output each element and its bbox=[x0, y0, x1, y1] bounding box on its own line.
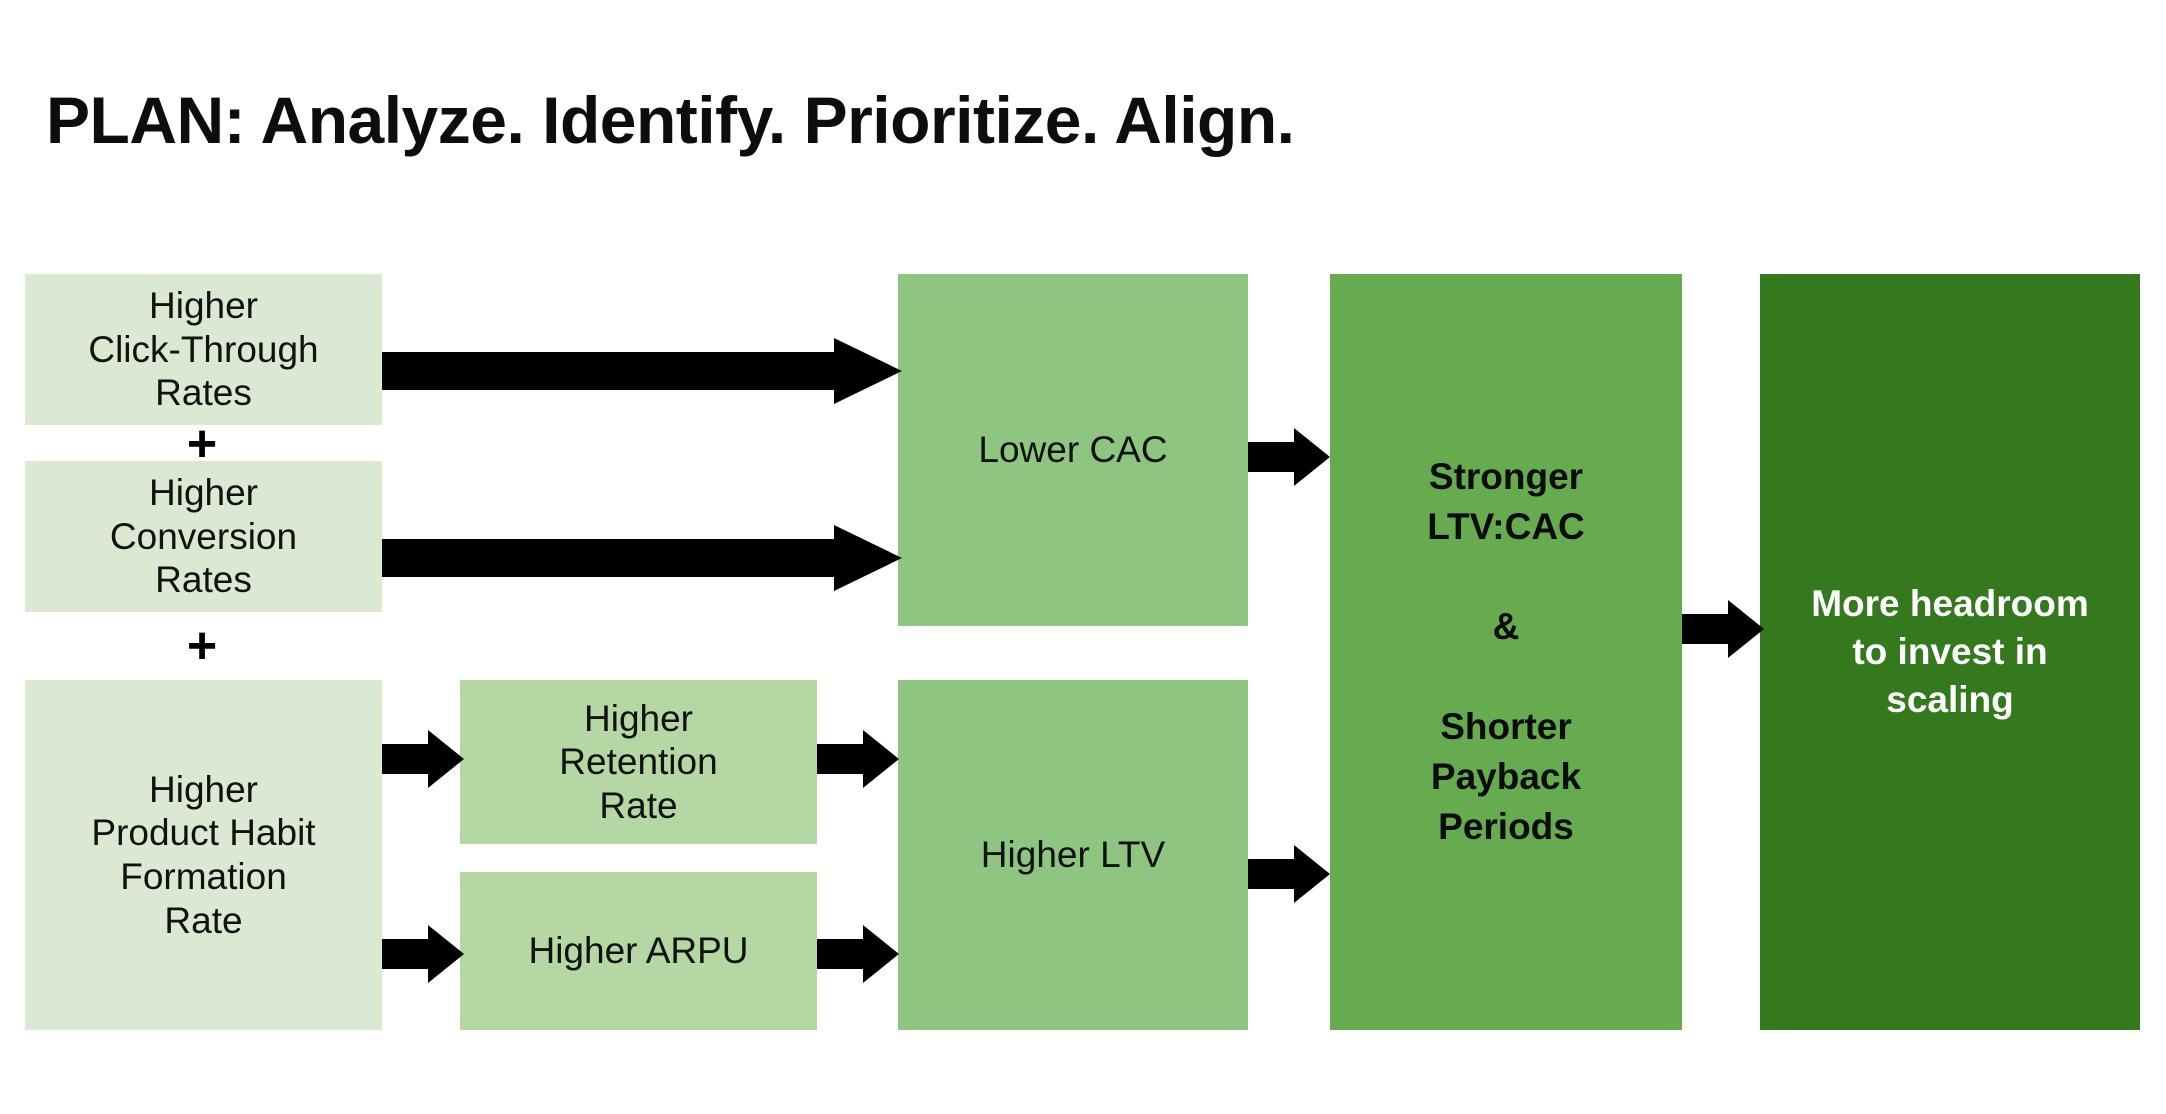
arrow-right-icon-click-through-to-lower-cac bbox=[382, 338, 902, 404]
node-higher-click-through-rates[interactable]: Higher Click-Through Rates bbox=[25, 274, 382, 425]
arrow-right-icon-habit-to-arpu bbox=[382, 925, 464, 983]
arrow-right-icon-arpu-to-higher-ltv bbox=[817, 925, 899, 983]
node-more-headroom-to-invest-in-scaling[interactable]: More headroom to invest in scaling bbox=[1760, 274, 2140, 1030]
arrow-right-icon-lower-cac-to-ratio bbox=[1248, 428, 1330, 486]
node-higher-arpu[interactable]: Higher ARPU bbox=[460, 872, 817, 1030]
arrow-right-icon-habit-to-retention bbox=[382, 730, 464, 788]
node-label: Higher Click-Through Rates bbox=[88, 285, 319, 414]
node-higher-conversion-rates[interactable]: Higher Conversion Rates bbox=[25, 461, 382, 612]
arrow-right-icon-higher-ltv-to-ratio bbox=[1248, 845, 1330, 903]
node-label: Higher Product Habit Formation Rate bbox=[91, 768, 316, 941]
plus-operator-2: + bbox=[186, 617, 218, 675]
node-label: Stronger LTV:CAC & Shorter Payback Perio… bbox=[1427, 456, 1585, 847]
arrow-right-icon-ratio-to-headroom bbox=[1682, 600, 1764, 658]
node-higher-retention-rate[interactable]: Higher Retention Rate bbox=[460, 680, 817, 844]
node-label: Higher ARPU bbox=[528, 930, 749, 972]
node-higher-product-habit-formation-rate[interactable]: Higher Product Habit Formation Rate bbox=[25, 680, 382, 1030]
node-stronger-ltv-cac-shorter-payback-periods[interactable]: Stronger LTV:CAC & Shorter Payback Perio… bbox=[1330, 274, 1682, 1030]
node-label: Lower CAC bbox=[978, 429, 1168, 471]
arrow-right-icon-retention-to-higher-ltv bbox=[817, 730, 899, 788]
node-label: Higher LTV bbox=[980, 834, 1166, 876]
node-label: Higher Conversion Rates bbox=[109, 472, 298, 601]
arrow-right-icon-conversion-to-lower-cac bbox=[382, 525, 902, 591]
node-higher-ltv[interactable]: Higher LTV bbox=[898, 680, 1248, 1030]
node-label: More headroom to invest in scaling bbox=[1811, 582, 2089, 721]
node-lower-cac[interactable]: Lower CAC bbox=[898, 274, 1248, 626]
node-label: Higher Retention Rate bbox=[559, 697, 718, 826]
page-title: PLAN: Analyze. Identify. Prioritize. Ali… bbox=[46, 83, 1295, 157]
